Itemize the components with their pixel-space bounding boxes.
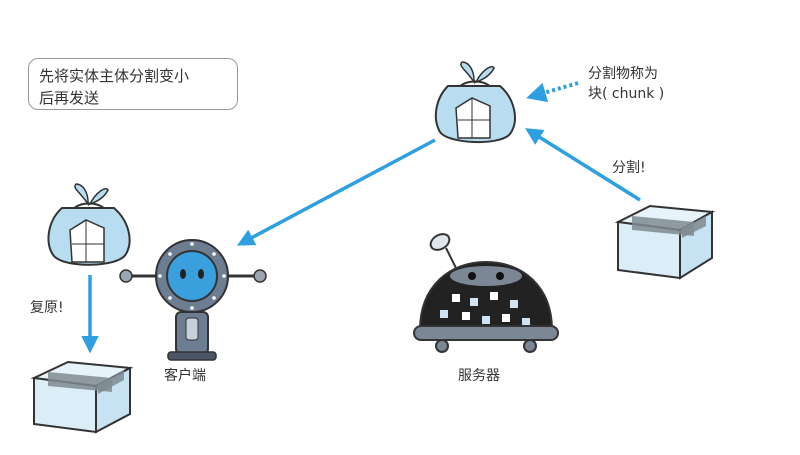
split-label: 分割! (612, 160, 646, 176)
restored-bundle-icon (47, 183, 131, 266)
restore-label: 复原! (30, 300, 64, 316)
chunk-label: 分割物称为 块( chunk ) (588, 64, 664, 104)
caption-note-line2: 后再发送 (39, 89, 100, 107)
arrow-dotted-chunk-pointer (526, 81, 579, 103)
arrow-chunk-to-client (236, 138, 436, 246)
chunk-label-line1: 分割物称为 (588, 66, 658, 82)
reassembled-box-icon (30, 360, 134, 434)
server-robot-icon (413, 233, 559, 353)
caption-note: 先将实体主体分割变小 后再发送 (28, 58, 238, 110)
client-robot-icon (119, 239, 267, 361)
caption-note-line1: 先将实体主体分割变小 (39, 67, 190, 85)
chunk-label-line2: 块( chunk ) (588, 86, 665, 102)
original-box-icon (614, 204, 716, 280)
chunk-bundle-icon (434, 61, 516, 143)
client-label: 客户端 (164, 368, 206, 384)
server-label: 服务器 (458, 368, 500, 384)
arrow-box-to-chunk (525, 128, 641, 202)
